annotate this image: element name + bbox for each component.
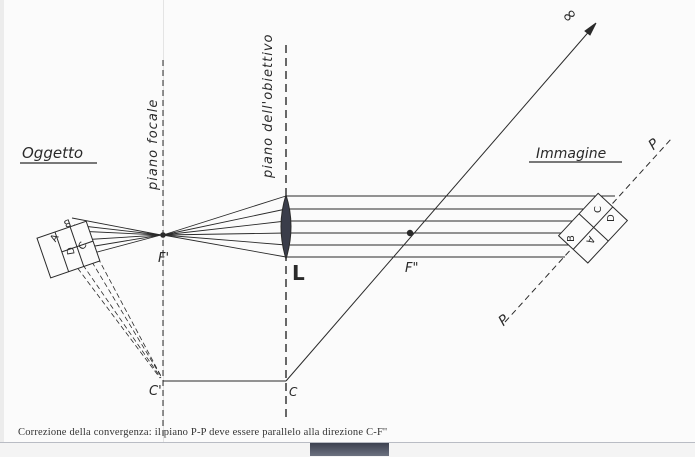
object-title: Oggetto xyxy=(22,144,83,162)
c-label: C xyxy=(289,385,298,399)
focal-point-f-prime xyxy=(160,232,166,238)
image-cell-a: A xyxy=(583,234,596,246)
f-prime-label: F' xyxy=(158,251,169,266)
object-cell-a: A xyxy=(49,232,62,244)
focal-point-f-double-prime xyxy=(406,229,414,237)
object-cell-d: D xyxy=(65,246,77,256)
arrow-head-icon xyxy=(584,22,597,36)
f-double-prime-label: F" xyxy=(405,261,418,276)
parallel-rays xyxy=(286,195,615,258)
figure-caption: Correzione della convergenza: il piano P… xyxy=(18,427,388,438)
c-to-infinity-direction xyxy=(285,27,593,382)
scan-shadow xyxy=(0,0,4,456)
objective-plane-label: piano dell'obiettivo xyxy=(261,34,276,179)
image-cell-c: C xyxy=(593,206,604,213)
p-bottom-label: P xyxy=(496,311,513,329)
image-box xyxy=(557,192,629,264)
object-box xyxy=(36,220,101,279)
image-cell-b: B xyxy=(566,235,577,242)
scan-dark-block xyxy=(310,443,389,456)
infinity-label: ∞ xyxy=(557,3,582,29)
object-cell-c: C xyxy=(77,240,90,252)
lens-shape xyxy=(280,193,292,261)
image-title: Immagine xyxy=(536,146,606,162)
image-cell-d: D xyxy=(606,214,617,222)
object-cell-b: B xyxy=(62,216,72,229)
c-prime-label: C' xyxy=(149,384,162,399)
dashed-rays-to-c-prime xyxy=(72,257,163,379)
lens-label: L xyxy=(292,261,305,285)
focal-plane-label: piano focale xyxy=(146,99,161,191)
focal-to-lens-rays xyxy=(162,195,287,258)
paper-seam xyxy=(163,0,164,456)
